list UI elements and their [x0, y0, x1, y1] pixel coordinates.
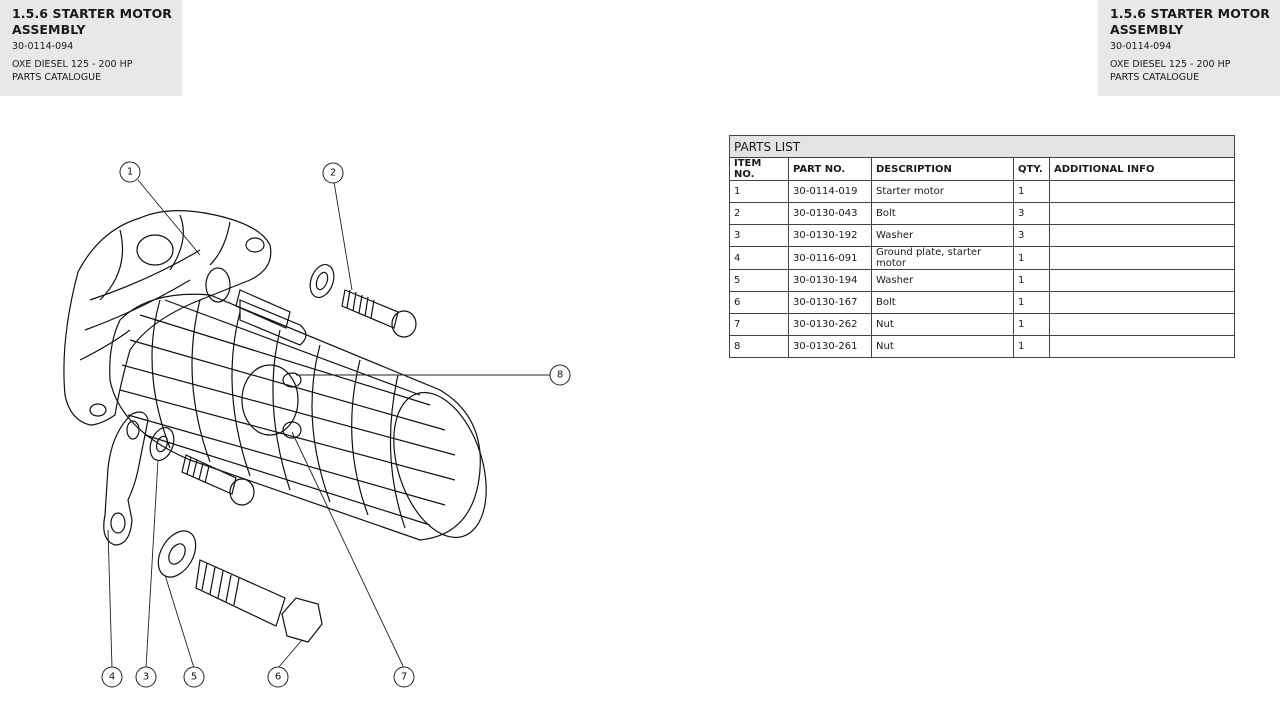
cell-description: Nut [871, 313, 1014, 336]
col-qty: QTY. [1013, 157, 1050, 181]
cell-item-no: 2 [729, 202, 789, 225]
col-description: DESCRIPTION [871, 157, 1014, 181]
callout-7: 7 [393, 666, 415, 688]
parts-list-table: PARTS LIST ITEM NO. PART NO. DESCRIPTION… [729, 135, 1235, 358]
cell-part-no: 30-0130-192 [788, 224, 872, 247]
parts-list-title: PARTS LIST [729, 135, 1235, 158]
svg-text:4: 4 [109, 672, 115, 683]
col-part-no: PART NO. [788, 157, 872, 181]
callout-6: 6 [267, 666, 289, 688]
cell-additional-info [1049, 269, 1235, 292]
cell-qty: 3 [1013, 202, 1050, 225]
cell-description: Washer [871, 269, 1014, 292]
cell-description: Washer [871, 224, 1014, 247]
cell-item-no: 4 [729, 246, 789, 270]
cell-qty: 1 [1013, 269, 1050, 292]
svg-text:1: 1 [127, 167, 133, 178]
cell-description: Starter motor [871, 180, 1014, 203]
motor-flange [63, 210, 272, 426]
cell-qty: 1 [1013, 246, 1050, 270]
cell-additional-info [1049, 291, 1235, 314]
cell-part-no: 30-0116-091 [788, 246, 872, 270]
cell-item-no: 1 [729, 180, 789, 203]
cell-description: Ground plate, starter motor [871, 246, 1014, 270]
ground-plate [103, 411, 149, 546]
cell-part-no: 30-0130-261 [788, 335, 872, 358]
cell-description: Bolt [871, 291, 1014, 314]
svg-text:5: 5 [191, 672, 197, 683]
cell-additional-info [1049, 313, 1235, 336]
cell-item-no: 8 [729, 335, 789, 358]
cell-qty: 1 [1013, 313, 1050, 336]
callout-8: 8 [549, 364, 571, 386]
catalogue-code: 30-0114-094 [1110, 41, 1172, 52]
cell-qty: 3 [1013, 224, 1050, 247]
cell-additional-info [1049, 180, 1235, 203]
cell-part-no: 30-0114-019 [788, 180, 872, 203]
motor-barrel [109, 293, 481, 541]
cell-item-no: 3 [729, 224, 789, 247]
cell-qty: 1 [1013, 335, 1050, 358]
cell-item-no: 5 [729, 269, 789, 292]
callout-1: 1 [119, 161, 141, 183]
svg-text:6: 6 [275, 672, 281, 683]
cell-part-no: 30-0130-167 [788, 291, 872, 314]
svg-text:2: 2 [330, 168, 336, 179]
svg-text:7: 7 [401, 672, 407, 683]
callout-5: 5 [183, 666, 205, 688]
svg-text:8: 8 [557, 370, 563, 381]
cell-part-no: 30-0130-262 [788, 313, 872, 336]
col-item-no: ITEM NO. [729, 157, 789, 181]
col-additional-info: ADDITIONAL INFO [1049, 157, 1235, 181]
cell-item-no: 6 [729, 291, 789, 314]
cell-additional-info [1049, 246, 1235, 270]
exploded-view-drawing [63, 179, 550, 669]
cell-part-no: 30-0130-043 [788, 202, 872, 225]
cell-qty: 1 [1013, 291, 1050, 314]
cell-description: Nut [871, 335, 1014, 358]
callout-2: 2 [322, 162, 344, 184]
callout-4: 4 [101, 666, 123, 688]
cell-description: Bolt [871, 202, 1014, 225]
cell-item-no: 7 [729, 313, 789, 336]
cell-additional-info [1049, 202, 1235, 225]
table-header-row: ITEM NO. PART NO. DESCRIPTION QTY. ADDIT… [729, 157, 1235, 181]
cell-additional-info [1049, 335, 1235, 358]
svg-text:3: 3 [143, 672, 149, 683]
cell-additional-info [1049, 224, 1235, 247]
callout-3: 3 [135, 666, 157, 688]
callout-layer: 1 2 8 4 3 5 6 7 [101, 161, 571, 688]
cell-part-no: 30-0130-194 [788, 269, 872, 292]
cell-qty: 1 [1013, 180, 1050, 203]
catalogue-code: 30-0114-094 [12, 41, 74, 52]
